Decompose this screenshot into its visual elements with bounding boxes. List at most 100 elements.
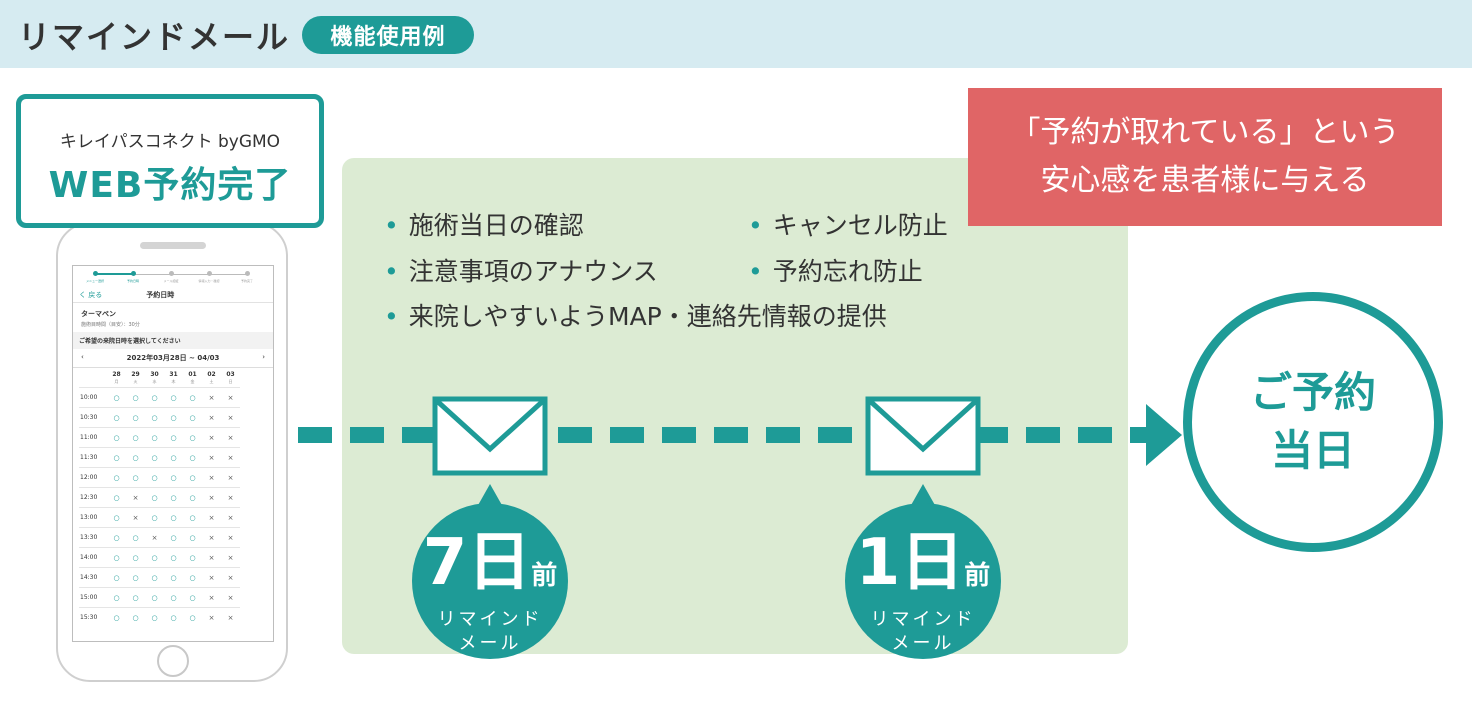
available-slot[interactable]: ○	[126, 527, 145, 548]
menu-time: 施術目時間（目安）：30分	[81, 322, 140, 328]
available-slot[interactable]: ○	[183, 587, 202, 608]
unavailable-slot: ×	[202, 587, 221, 608]
available-slot[interactable]: ○	[183, 427, 202, 448]
available-slot[interactable]: ○	[145, 467, 164, 488]
next-week-button[interactable]: ›	[262, 353, 265, 361]
available-slot[interactable]: ○	[164, 507, 183, 528]
unavailable-slot: ×	[221, 387, 240, 408]
available-slot[interactable]: ○	[145, 427, 164, 448]
unavailable-slot: ×	[202, 507, 221, 528]
available-slot[interactable]: ○	[164, 487, 183, 508]
unavailable-slot: ×	[221, 567, 240, 588]
available-slot[interactable]: ○	[145, 387, 164, 408]
appointment-day-circle: ご予約 当日	[1183, 292, 1443, 552]
available-slot[interactable]: ○	[145, 407, 164, 428]
available-slot[interactable]: ○	[145, 487, 164, 508]
booking-complete-label: WEB予約完了	[48, 165, 292, 206]
available-slot[interactable]: ○	[107, 387, 126, 408]
unavailable-slot: ×	[202, 487, 221, 508]
available-slot[interactable]: ○	[126, 387, 145, 408]
available-slot[interactable]: ○	[164, 467, 183, 488]
time-slot-row: 11:30○○○○○××	[79, 447, 240, 468]
available-slot[interactable]: ○	[107, 467, 126, 488]
available-slot[interactable]: ○	[126, 427, 145, 448]
time-label: 15:00	[79, 587, 107, 608]
time-slot-row: 15:30○○○○○××	[79, 607, 240, 627]
available-slot[interactable]: ○	[164, 587, 183, 608]
unavailable-slot: ×	[221, 407, 240, 428]
available-slot[interactable]: ○	[126, 607, 145, 627]
available-slot[interactable]: ○	[145, 587, 164, 608]
available-slot[interactable]: ○	[164, 607, 183, 627]
available-slot[interactable]: ○	[107, 527, 126, 548]
available-slot[interactable]: ○	[107, 607, 126, 627]
benefit-item: •キャンセル防止	[748, 211, 948, 240]
available-slot[interactable]: ○	[164, 567, 183, 588]
envelope-icon	[432, 396, 548, 476]
benefit-item: •予約忘れ防止	[748, 257, 923, 286]
available-slot[interactable]: ○	[107, 567, 126, 588]
screen-title: 予約日時	[146, 291, 175, 299]
badge-days: 7日前	[422, 526, 558, 600]
available-slot[interactable]: ○	[183, 507, 202, 528]
benefit-text: キャンセル防止	[772, 211, 948, 240]
available-slot[interactable]: ○	[183, 487, 202, 508]
prev-week-button[interactable]: ‹	[81, 353, 84, 361]
time-label: 14:00	[79, 547, 107, 568]
benefit-text: 施術当日の確認	[408, 211, 584, 240]
phone-speaker	[140, 242, 206, 249]
available-slot[interactable]: ○	[183, 547, 202, 568]
available-slot[interactable]: ○	[126, 587, 145, 608]
available-slot[interactable]: ○	[107, 547, 126, 568]
available-slot[interactable]: ○	[183, 607, 202, 627]
available-slot[interactable]: ○	[183, 387, 202, 408]
available-slot[interactable]: ○	[126, 447, 145, 468]
available-slot[interactable]: ○	[145, 447, 164, 468]
step-label: 予約完了	[240, 279, 253, 283]
available-slot[interactable]: ○	[183, 407, 202, 428]
available-slot[interactable]: ○	[107, 507, 126, 528]
available-slot[interactable]: ○	[164, 387, 183, 408]
time-label: 15:30	[79, 607, 107, 627]
available-slot[interactable]: ○	[126, 567, 145, 588]
goal-line: ご予約	[1249, 368, 1376, 417]
available-slot[interactable]: ○	[107, 487, 126, 508]
available-slot[interactable]: ○	[164, 407, 183, 428]
step-dot	[131, 271, 136, 276]
available-slot[interactable]: ○	[126, 467, 145, 488]
available-slot[interactable]: ○	[145, 507, 164, 528]
back-link[interactable]: く 戻る	[79, 291, 103, 299]
available-slot[interactable]: ○	[145, 607, 164, 627]
available-slot[interactable]: ○	[107, 587, 126, 608]
available-slot[interactable]: ○	[126, 407, 145, 428]
step-indicator: メニュー選択予約日時メール認証情報入力・確認予約完了	[73, 266, 273, 288]
available-slot[interactable]: ○	[145, 547, 164, 568]
available-slot[interactable]: ○	[164, 527, 183, 548]
available-slot[interactable]: ○	[107, 447, 126, 468]
available-slot[interactable]: ○	[126, 547, 145, 568]
available-slot[interactable]: ○	[107, 427, 126, 448]
available-slot[interactable]: ○	[107, 407, 126, 428]
step-dot	[93, 271, 98, 276]
available-slot[interactable]: ○	[183, 467, 202, 488]
unavailable-slot: ×	[221, 487, 240, 508]
time-label: 10:30	[79, 407, 107, 428]
date-range: 2022年03月28日 ~ 04/03	[126, 354, 220, 362]
available-slot[interactable]: ○	[164, 427, 183, 448]
time-label: 11:00	[79, 427, 107, 448]
available-slot[interactable]: ○	[145, 567, 164, 588]
time-slot-row: 10:30○○○○○××	[79, 407, 240, 428]
available-slot[interactable]: ○	[183, 527, 202, 548]
available-slot[interactable]: ○	[183, 447, 202, 468]
available-slot[interactable]: ○	[164, 547, 183, 568]
menu-info: ターマペン 施術目時間（目安）：30分	[73, 303, 273, 332]
time-slot-row: 14:30○○○○○××	[79, 567, 240, 588]
time-label: 11:30	[79, 447, 107, 468]
time-slot-row: 12:00○○○○○××	[79, 467, 240, 488]
badge-pointer	[477, 484, 503, 507]
available-slot[interactable]: ○	[164, 447, 183, 468]
available-slot[interactable]: ○	[183, 567, 202, 588]
